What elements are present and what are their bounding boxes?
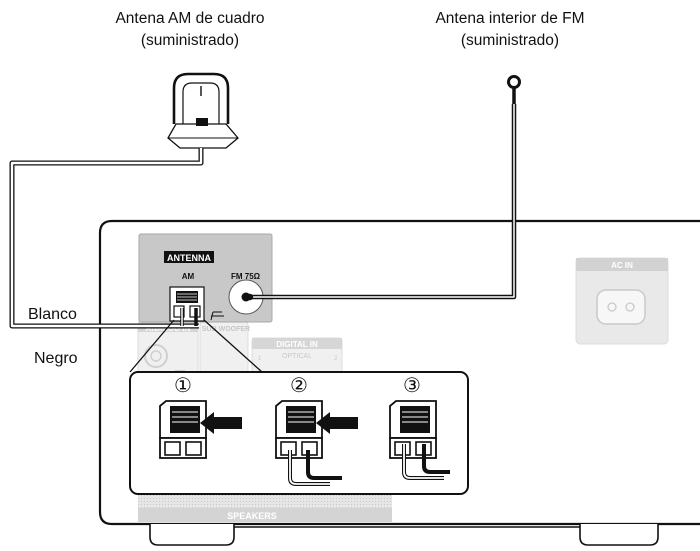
ac-in-block: AC IN — [575, 257, 669, 345]
fm-antenna-caption: Antena interior de FM (suministrado) — [405, 8, 615, 52]
white-wire-label: Blanco — [28, 306, 77, 323]
am-antenna-caption-line2: (suministrado) — [140, 32, 240, 49]
optical-2-label: 2 — [334, 356, 338, 362]
left-foot — [149, 524, 235, 546]
ac-in-label: AC IN — [611, 261, 633, 270]
antenna-header: ANTENNA — [167, 253, 211, 263]
fm-antenna-caption-line1: Antena interior de FM — [435, 10, 585, 27]
fm-indoor-antenna — [246, 75, 521, 301]
speakers-label: SPEAKERS — [227, 511, 277, 521]
digital-in-label: DIGITAL IN — [276, 340, 318, 349]
step-1-illustration: ① — [159, 375, 242, 459]
antenna-block: ANTENNA AM FM 75Ω — [138, 233, 273, 323]
step-1-number: ① — [174, 375, 192, 397]
step-2-illustration: ② — [275, 375, 358, 486]
optical-label: OPTICAL — [282, 353, 312, 360]
fm-label: FM 75Ω — [231, 272, 261, 281]
am-antenna-caption: Antena AM de cuadro (suministrado) — [90, 8, 290, 52]
speakers-strip: SPEAKERS — [138, 494, 392, 522]
fm-antenna-caption-line2: (suministrado) — [460, 32, 560, 49]
am-antenna-caption-line1: Antena AM de cuadro — [115, 10, 265, 27]
right-foot — [579, 524, 659, 546]
black-wire-label: Negro — [34, 350, 78, 367]
step-3-illustration: ③ — [389, 375, 450, 480]
analog-jack — [144, 344, 168, 368]
subwoofer-label: SUB WOOFER — [202, 326, 250, 333]
step-2-number: ② — [290, 375, 308, 397]
step-3-number: ③ — [403, 375, 421, 397]
am-label: AM — [182, 272, 195, 281]
ac-socket — [596, 289, 646, 325]
inputs-section: ANALOG IN SUB WOOFER DIGITAL IN OPTICAL … — [137, 321, 343, 383]
optical-1-label: 1 — [258, 356, 262, 362]
am-loop-antenna — [167, 72, 239, 149]
am-antenna-wires — [9, 148, 204, 329]
